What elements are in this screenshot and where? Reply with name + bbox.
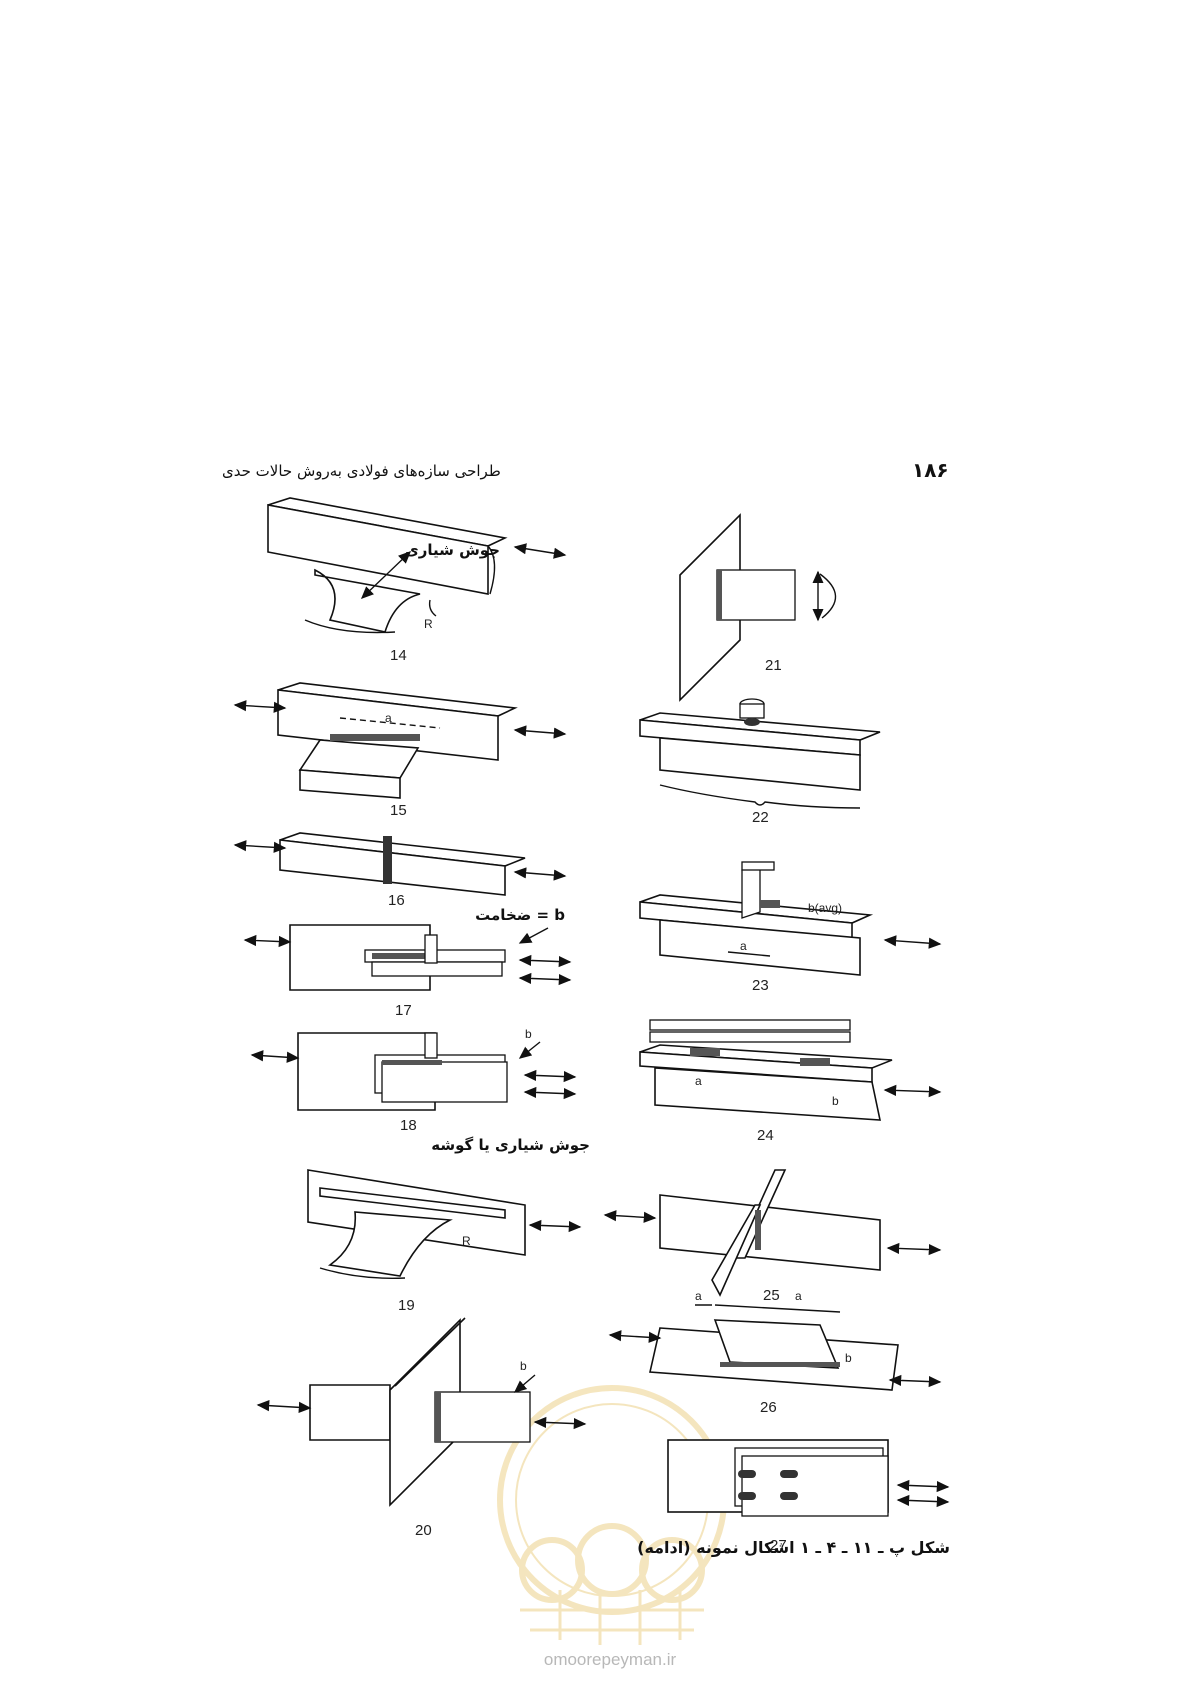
figure-21: 21: [679, 513, 837, 702]
figure-number-26: 26: [760, 1399, 777, 1416]
dim-a-15: a: [385, 711, 392, 725]
dim-b-26: b: [845, 1351, 852, 1365]
running-title: طراحی سازه‌های فولادی به‌روش حالات حدی: [222, 462, 942, 480]
running-title-text: طراحی سازه‌های فولادی به‌روش حالات حدی: [222, 462, 501, 480]
figure-number-18: 18: [400, 1117, 417, 1134]
figure-24: a b 24: [639, 1019, 942, 1144]
figure-number-15: 15: [390, 802, 407, 819]
figure-number-27: 27: [770, 1537, 787, 1554]
figure-23: b(avg) a 23: [639, 861, 942, 994]
dim-b-24: b: [832, 1094, 839, 1108]
dim-b-20: b: [520, 1359, 527, 1373]
label-groove-or-fillet: جوش شیاری یا گوشه: [431, 1136, 590, 1154]
label-thickness: ضخامت = b: [475, 906, 565, 924]
figure-caption: شکل پ ـ ۱۱ ـ ۴ ـ ۱ اشکال نمونه (ادامه): [637, 1538, 950, 1557]
label-groove-weld: جوش شیاری: [405, 541, 500, 559]
dim-a-26-right: a: [795, 1289, 802, 1303]
figure-number-21: 21: [765, 657, 782, 674]
dim-a-24: a: [695, 1074, 702, 1088]
figure-15: a 15: [233, 682, 567, 819]
dim-a-26-left: a: [695, 1289, 702, 1303]
page-header: ۱۸۶ طراحی سازه‌های فولادی به‌روش حالات ح…: [222, 458, 949, 492]
dim-b-18: b: [525, 1027, 532, 1041]
figure-22: 22: [639, 698, 881, 826]
watermark-text: omoorepeyman.ir: [543, 1650, 677, 1669]
figure-number-14: 14: [390, 647, 407, 664]
figure-number-23: 23: [752, 977, 769, 994]
figure-14: جوش شیاری R 14: [267, 497, 567, 664]
figure-19: R 19: [307, 1169, 582, 1314]
page-number: ۱۸۶: [912, 458, 949, 482]
dim-a-23: a: [740, 939, 747, 953]
figure-17: 17: [243, 924, 572, 1019]
figure-number-17: 17: [395, 1002, 412, 1019]
dim-R-14: R: [424, 617, 433, 631]
figure-18: b 18 جوش شیاری یا گوشه: [250, 1027, 590, 1154]
figure-26: a a b 26: [608, 1289, 942, 1416]
figure-number-16: 16: [388, 892, 405, 909]
figure-16: 16 ضخامت = b: [233, 832, 567, 924]
figure-20: b 20: [256, 1317, 587, 1539]
figure-number-19: 19: [398, 1297, 415, 1314]
figure-27: 27: [667, 1439, 950, 1554]
watermark-seal-icon: [497, 1385, 727, 1645]
figure-25: 25: [603, 1169, 942, 1304]
figure-number-24: 24: [757, 1127, 774, 1144]
dim-R-19: R: [462, 1234, 471, 1248]
figure-number-22: 22: [752, 809, 769, 826]
figure-number-20: 20: [415, 1522, 432, 1539]
figure-number-25: 25: [763, 1287, 780, 1304]
dim-b-avg: b(avg): [808, 901, 842, 915]
